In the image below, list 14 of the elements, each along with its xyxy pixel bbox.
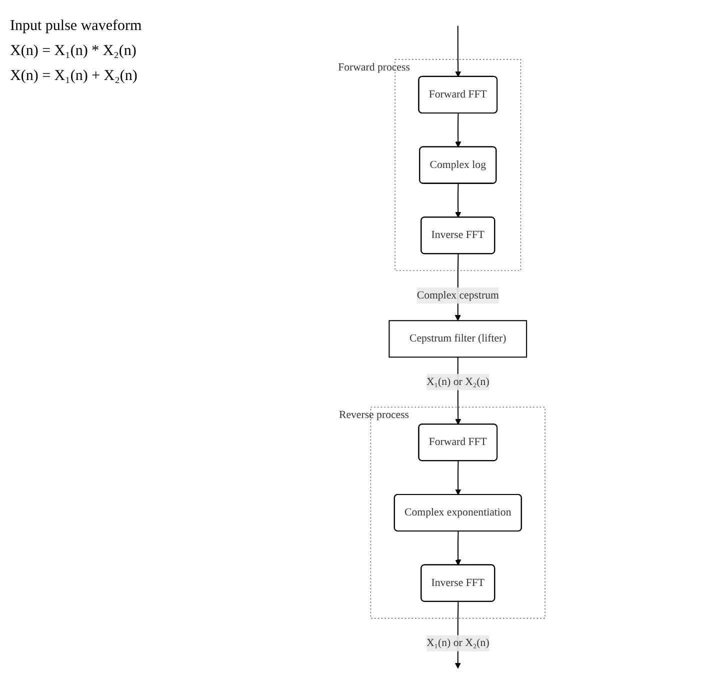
arrow [454, 26, 461, 78]
arrow [454, 460, 461, 496]
node-box: Cepstrum filter (lifter) [388, 320, 527, 358]
edge-label: X₁(n) or X₂(n) [426, 637, 489, 649]
edge-label: X₁(n) or X₂(n) [426, 376, 489, 388]
note-text: X(n) = X₁(n) + X₂(n) [10, 68, 138, 85]
edge-label: Complex cepstrum [416, 290, 499, 302]
arrow [454, 531, 461, 566]
node-label: Reverse process [338, 409, 409, 421]
arrow [454, 113, 461, 148]
arrow [454, 184, 461, 218]
note-text: X(n) = X₁(n) * X₂(n) [10, 43, 138, 60]
node-label: Forward process [338, 62, 410, 74]
note-text: Input pulse waveform [10, 18, 143, 35]
